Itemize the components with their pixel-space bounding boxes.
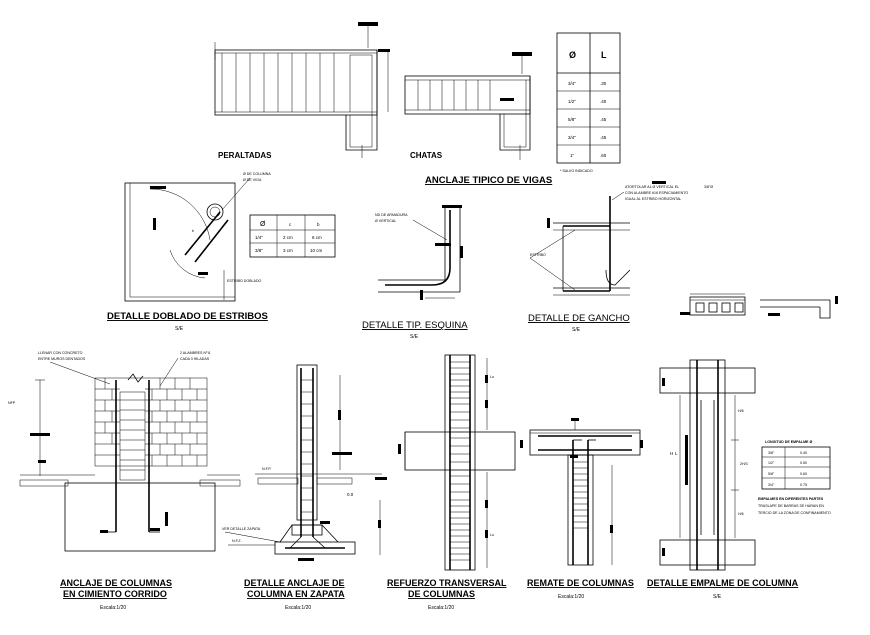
estribos-table-header: Ø [260,221,266,228]
anchor-table-cell: .40 [600,99,607,104]
gancho-note-3: IGUAL AL ESTRIBO HORIZONTAL [625,197,681,201]
esquina-label-1: ND DE ARMADURA [375,213,408,217]
empalme-table-cell: 0.60 [800,472,807,476]
corrido-note-3: 2 ALAMBRES Nº 8 [180,351,210,355]
empalme-table-cell: 5/8" [768,472,775,476]
zapata-dim: 0.0 [347,492,354,497]
empalme-table-cell: 0.50 [800,461,807,465]
esquina-title: DETALLE TIP. ESQUINA [362,320,468,331]
estribos-table-header: c [289,222,292,227]
estribos-note-1: Ø DE COLUMNA [243,172,271,176]
transversal-scale: Escala:1/20 [428,605,454,611]
anchor-table-cell: .60 [600,153,607,158]
corrido-detail: LLENAR CON CONCRETO ENTRE MUROS DENTADOS… [8,351,241,552]
chatas-label: CHATAS [410,151,443,160]
empalme-table-cell: 3/8" [768,451,775,455]
estribos-title: DETALLE DOBLADO DE ESTRIBOS [107,311,268,322]
empalme-l-label: L [675,451,678,456]
zapata-nfp-label: N.F.P. [262,467,271,471]
chatas-detail: CHATAS [404,52,532,160]
estribos-label-b: b [192,229,194,233]
empalme-table-title: LONGITUD DE EMPALME Ø [765,440,812,444]
peraltadas-label: PERALTADAS [218,151,272,160]
esquina-detail: ND DE ARMADURA Ø VERTICAL [375,205,463,300]
corrido-note-1: LLENAR CON CONCRETO [38,351,83,355]
corrido-title-2: EN CIMIENTO CORRIDO [63,589,167,599]
transversal-title-1: REFUERZO TRANSVERSAL [387,578,507,588]
anchor-length-table: Ø L 3/4" .30 1/2" .40 5/8" .45 3/4" .45 … [556,32,621,173]
esquina-scale: S/E [410,334,419,340]
anchor-table-cell: 1/2" [568,99,576,104]
estribos-table-cell: 3 cm [283,248,293,253]
gancho-detail: ESTRIBO ATORTOLAR AL Ø VERTICAL EL 3/8"Ø… [529,181,713,296]
estribos-table-cell: 6 cm [312,235,322,240]
estribos-note-2: Ø DE VIGA [243,178,262,182]
gancho-scale: S/E [572,327,581,333]
estribos-table-header: b [317,222,320,227]
corrido-note-2: ENTRE MUROS DENTADOS [38,357,86,361]
remate-detail [520,418,643,566]
empalme-h-label: H [670,451,673,456]
empalme-note-2: TRASLAPE DE BARRAS SE HARAN EN [758,504,824,508]
zapata-nfz-label: N.F.Z. [232,539,242,543]
estribos-detail: Ø DE COLUMNA Ø DE VIGA b ESTRIBO DOBLADO [110,172,271,323]
gancho-note-frac: 3/8"Ø [704,185,713,189]
corrido-side-label: NFP [8,401,16,405]
transversal-detail: Lo Lo [398,354,516,571]
zapata-title-1: DETALLE ANCLAJE DE [244,578,345,588]
anchor-table-cell: 5/8" [568,117,576,122]
empalme-note-1: EMPALMES EN DIFERENTES PARTES [758,497,824,501]
estribos-scale: S/E [175,326,184,332]
empalme-scale: S/E [713,594,722,600]
transversal-title-2: DE COLUMNAS [408,589,475,599]
anchor-table-cell: .45 [600,135,607,140]
estribos-table-cell: 1/4" [255,235,263,240]
estribos-table: Ø c b 1/4" 2 cm 6 cm 3/8" 3 cm 10 cm [249,214,336,258]
estribos-table-cell: 2 cm [283,235,293,240]
empalme-h23: 2H/3 [740,462,748,466]
anchor-table-cell: 1" [570,153,575,158]
gancho-note-2: CON ALAMBRE #16 ESPACIAMIENTO [625,191,688,195]
empalme-table-cell: 0.75 [800,483,807,487]
zapata-label: VER DETALLE ZAPATA [222,527,261,531]
empalme-table-cell: 1/2" [768,461,775,465]
corrido-title-1: ANCLAJE DE COLUMNAS [60,578,172,588]
transversal-dim: Lo [490,375,494,379]
anchor-table-header-diameter: Ø [569,50,576,60]
empalme-h6-top: H/6 [738,409,744,413]
anchor-table-cell: 3/4" [568,81,576,86]
gancho-estribo-label: ESTRIBO [530,253,546,257]
transversal-dim: Lo [490,533,494,537]
anchor-table-header-length: L [601,50,607,60]
zapata-detail: N.F.P. 0.0 VER DETALLE ZAPATA N.F.Z. [222,364,387,561]
anchor-table-cell: 3/4" [568,135,576,140]
gancho-title: DETALLE DE GANCHO [528,313,630,324]
empalme-note-3: TERCIO DE LA ZONA DE CONFINAMIENTO [758,511,831,515]
slab-detail [680,293,838,319]
empalme-title: DETALLE EMPALME DE COLUMNA [647,578,799,588]
estribos-bottom-label: ESTRIBO DOBLADO [227,279,262,283]
estribos-table-cell: 10 cm [310,248,323,253]
anchor-table-note: * SALVO INDICADO [560,169,593,173]
empalme-h6-bottom: H/6 [738,512,744,516]
empalme-table: LONGITUD DE EMPALME Ø 3/8" 0.40 1/2" 0.5… [758,440,831,515]
anclaje-vigas-title: ANCLAJE TIPICO DE VIGAS [425,175,552,186]
empalme-detail: H L H/6 2H/3 H/6 [659,359,756,571]
empalme-table-cell: 3/4" [768,483,775,487]
peraltadas-detail: PERALTADAS [214,22,390,160]
esquina-label-2: Ø VERTICAL [375,219,396,223]
empalme-table-cell: 0.40 [800,451,807,455]
corrido-note-4: CADA 3 HILADAS [180,357,210,361]
corrido-scale: Escala:1/20 [100,605,126,611]
remate-title: REMATE DE COLUMNAS [527,578,634,588]
anchor-table-cell: .30 [600,81,607,86]
zapata-scale: Escala:1/20 [285,605,311,611]
estribos-table-cell: 3/8" [255,248,263,253]
gancho-note-1: ATORTOLAR AL Ø VERTICAL EL [625,185,679,189]
zapata-title-2: COLUMNA EN ZAPATA [247,589,345,599]
remate-scale: Escala:1/20 [558,594,584,600]
anchor-table-cell: .45 [600,117,607,122]
